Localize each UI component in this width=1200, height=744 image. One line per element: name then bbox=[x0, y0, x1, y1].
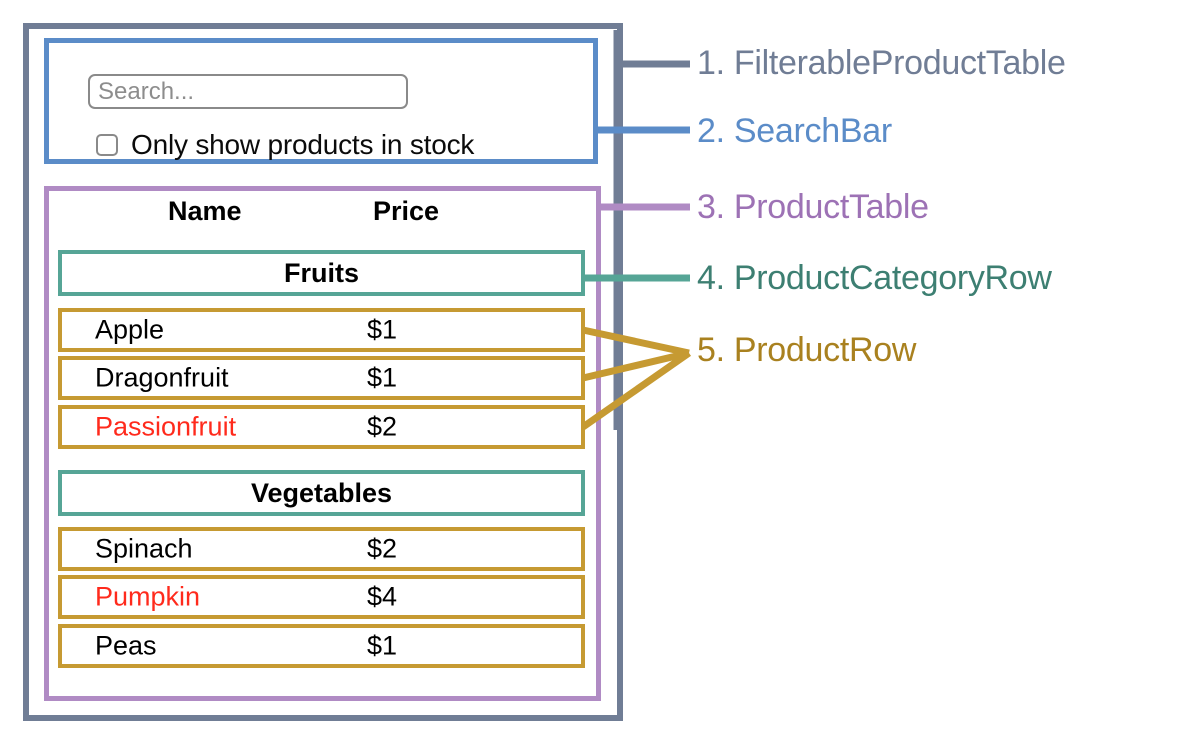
product-row-pumpkin: Pumpkin $4 bbox=[58, 575, 585, 619]
product-row-spinach: Spinach $2 bbox=[58, 527, 585, 571]
in-stock-checkbox-label: Only show products in stock bbox=[131, 129, 475, 160]
category-label: Fruits bbox=[283, 257, 359, 288]
product-price: $1 bbox=[367, 314, 398, 345]
product-row-peas: Peas $1 bbox=[58, 624, 585, 668]
product-price: $1 bbox=[367, 362, 398, 393]
product-category-row-fruits: Fruits bbox=[58, 250, 585, 296]
product-name: Dragonfruit bbox=[95, 362, 229, 393]
callout-label-product-row: 5. ProductRow bbox=[697, 331, 917, 369]
callout-label-product-category-row: 4. ProductCategoryRow bbox=[697, 259, 1052, 297]
search-input[interactable] bbox=[88, 74, 408, 109]
column-header-price: Price bbox=[373, 196, 440, 226]
product-name: Passionfruit bbox=[95, 411, 237, 442]
product-name: Spinach bbox=[95, 533, 193, 564]
search-bar-frame bbox=[44, 38, 598, 164]
category-label: Vegetables bbox=[250, 477, 393, 508]
callout-label-search-bar: 2. SearchBar bbox=[697, 112, 892, 150]
product-price: $1 bbox=[367, 630, 398, 661]
product-name: Apple bbox=[95, 314, 165, 345]
product-category-row-vegetables: Vegetables bbox=[58, 470, 585, 516]
product-price: $4 bbox=[367, 581, 398, 612]
product-price: $2 bbox=[367, 533, 398, 564]
callout-label-product-table: 3. ProductTable bbox=[697, 188, 929, 226]
product-table-header-row: Name Price bbox=[58, 196, 585, 238]
product-table-frame bbox=[44, 186, 601, 701]
in-stock-filter-row[interactable]: Only show products in stock bbox=[96, 128, 474, 162]
callout-label-filterable-product-table: 1. FilterableProductTable bbox=[697, 44, 1066, 82]
in-stock-checkbox[interactable] bbox=[96, 134, 118, 156]
product-price: $2 bbox=[367, 411, 398, 442]
product-name: Pumpkin bbox=[95, 581, 201, 612]
product-row-passionfruit: Passionfruit $2 bbox=[58, 405, 585, 449]
product-row-dragonfruit: Dragonfruit $1 bbox=[58, 356, 585, 400]
column-header-name: Name bbox=[168, 196, 242, 226]
product-name: Peas bbox=[95, 630, 157, 661]
product-row-apple: Apple $1 bbox=[58, 308, 585, 352]
